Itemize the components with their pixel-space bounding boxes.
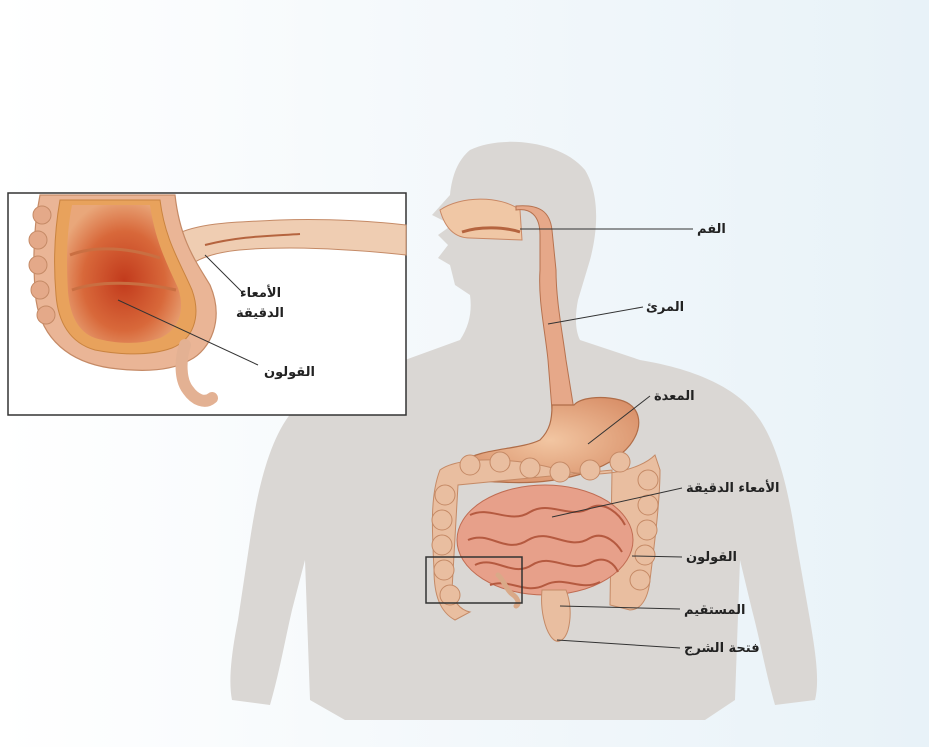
inset-label-colon: القولون xyxy=(264,365,315,380)
label-anus: فتحة الشرج xyxy=(684,641,760,656)
inset-panel: الأمعاء الدقيقة القولون xyxy=(8,193,406,415)
label-rectum: المستقيم xyxy=(684,603,745,618)
label-esophagus: المرئ xyxy=(646,300,684,315)
inset-label-small-intestine-1: الأمعاء xyxy=(240,284,281,301)
small-intestine-organ xyxy=(457,485,633,595)
inset-label-small-intestine-2: الدقيقة xyxy=(236,306,284,321)
label-stomach: المعدة xyxy=(654,389,695,404)
label-colon: القولون xyxy=(686,550,737,565)
label-small-intestine: الأمعاء الدقيقة xyxy=(686,479,779,496)
label-mouth: الفم xyxy=(697,222,726,237)
